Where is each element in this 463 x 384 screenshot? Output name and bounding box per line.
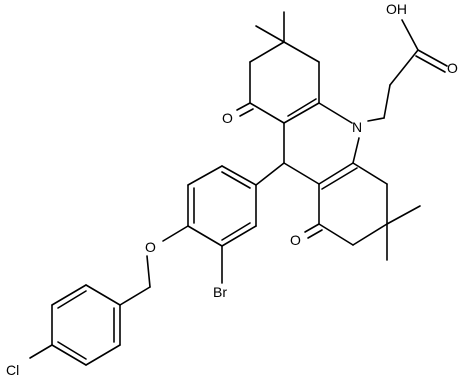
- bond: [249, 41, 285, 63]
- upper-ketone-oxygen-label: O: [222, 110, 233, 126]
- acid-oxygen-label: O: [447, 60, 458, 76]
- lower-ketone-oxygen-label: O: [290, 232, 301, 248]
- bromine-label: Br: [213, 284, 227, 300]
- atom-labels: OH O N O O O Br Cl: [6, 1, 458, 378]
- bond: [283, 41, 320, 63]
- bond: [162, 225, 189, 242]
- bond: [57, 290, 87, 309]
- bond: [417, 49, 448, 67]
- bond: [255, 162, 285, 186]
- bond: [85, 284, 121, 306]
- bond: [57, 341, 87, 360]
- bond-lines: [29, 11, 448, 366]
- bond: [221, 222, 251, 241]
- bond: [51, 284, 87, 306]
- ether-oxygen-label: O: [145, 239, 156, 255]
- bond: [415, 55, 446, 73]
- bond: [236, 102, 251, 111]
- bond: [318, 162, 354, 185]
- bond: [85, 344, 121, 366]
- bond: [221, 225, 257, 247]
- bond: [221, 171, 251, 189]
- bond: [318, 102, 353, 124]
- bond: [386, 205, 421, 225]
- bond: [307, 229, 323, 239]
- bond: [401, 19, 419, 51]
- bond: [249, 102, 285, 124]
- bond: [352, 137, 360, 164]
- bond: [352, 162, 388, 185]
- bond: [283, 162, 320, 185]
- bond: [29, 344, 53, 359]
- bond: [187, 225, 223, 247]
- chlorine-label: Cl: [6, 362, 19, 378]
- bond: [287, 98, 317, 117]
- bond: [383, 84, 391, 119]
- bond: [187, 165, 223, 186]
- bond: [221, 165, 257, 186]
- hydroxyl-label: OH: [386, 1, 407, 17]
- bond: [119, 286, 151, 306]
- bond: [352, 223, 388, 246]
- bond: [255, 25, 285, 43]
- nitrogen-label: N: [352, 119, 362, 135]
- bond: [283, 102, 320, 124]
- bond: [51, 344, 87, 366]
- bond: [367, 117, 385, 122]
- bond: [321, 167, 358, 190]
- bond: [146, 255, 151, 288]
- bond: [318, 223, 354, 246]
- bond: [304, 223, 320, 233]
- bond: [239, 108, 254, 117]
- bond: [389, 49, 419, 86]
